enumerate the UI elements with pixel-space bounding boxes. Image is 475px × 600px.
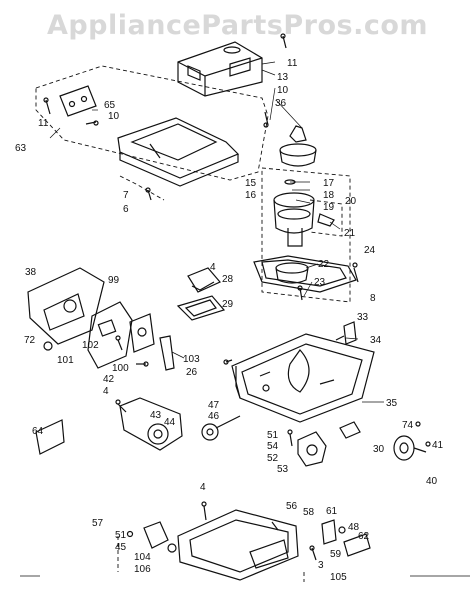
- callout-59: 59: [330, 549, 342, 560]
- callout-51: 51: [267, 430, 279, 441]
- callout-19: 19: [323, 202, 335, 213]
- callout-4: 4: [103, 386, 109, 397]
- door-panel: [117, 117, 240, 187]
- callout-104: 104: [134, 552, 151, 563]
- coupling-30: [339, 421, 361, 439]
- callout-labels: 11 13 10 36 65 10 11 63 7 6 15 16 17 18 …: [15, 58, 444, 583]
- callout-42: 42: [103, 374, 115, 385]
- pad-64: [35, 419, 65, 455]
- callout-57: 57: [92, 518, 104, 529]
- motor-clip: [317, 213, 335, 227]
- callout-18: 18: [323, 190, 335, 201]
- callout-58: 58: [303, 507, 315, 518]
- callout-101: 101: [57, 355, 74, 366]
- callout-26: 26: [186, 367, 198, 378]
- pulley-46: [201, 415, 241, 441]
- lid-housing: [177, 41, 263, 97]
- plate-29: [176, 295, 226, 321]
- wheel-40: [393, 421, 431, 461]
- door-panel-outline: [35, 65, 269, 201]
- pump-assembly: [287, 429, 327, 467]
- latch-33: [335, 321, 357, 345]
- callout-53: 53: [277, 464, 289, 475]
- callout-4: 4: [210, 262, 216, 273]
- impeller-assembly-outline: [261, 167, 351, 303]
- chute-guide: [27, 267, 105, 345]
- callout-63: 63: [15, 143, 27, 154]
- callout-106: 106: [134, 564, 151, 575]
- drive-belt-frame: [253, 255, 359, 293]
- callout-11: 11: [38, 118, 49, 129]
- callout-99: 99: [108, 275, 120, 286]
- callout-17: 17: [323, 178, 335, 189]
- small-parts-left: [43, 335, 149, 367]
- door-screw: [145, 187, 152, 201]
- callout-102: 102: [82, 340, 99, 351]
- callout-29: 29: [222, 299, 234, 310]
- callout-64: 64: [32, 426, 44, 437]
- callout-3: 3: [318, 560, 324, 571]
- callout-22: 22: [318, 259, 330, 270]
- callout-30: 30: [373, 444, 385, 455]
- callout-6: 6: [123, 204, 129, 215]
- fan-housing: [115, 397, 183, 451]
- callout-65: 65: [104, 100, 116, 111]
- lever-103: [159, 335, 233, 371]
- watermark: AppliancePartsPros.com: [46, 10, 429, 41]
- callout-44: 44: [164, 417, 176, 428]
- cap-36: [289, 125, 307, 143]
- callout-21: 21: [344, 228, 356, 239]
- lid-screws: [263, 33, 287, 128]
- callout-51: 51: [115, 530, 127, 541]
- callout-72: 72: [24, 335, 36, 346]
- callout-41: 41: [432, 440, 444, 451]
- bottom-brackets: [117, 536, 305, 582]
- callout-56: 56: [286, 501, 298, 512]
- callout-103: 103: [183, 354, 200, 365]
- callout-10: 10: [277, 85, 289, 96]
- impeller: [273, 179, 315, 247]
- callout-11: 11: [287, 58, 298, 69]
- callout-38: 38: [25, 267, 37, 278]
- callout-28: 28: [222, 274, 234, 285]
- callout-7: 7: [123, 190, 129, 201]
- callout-43: 43: [150, 410, 162, 421]
- callout-34: 34: [370, 335, 382, 346]
- callout-36: 36: [275, 98, 287, 109]
- callout-62: 62: [358, 531, 370, 542]
- callout-20: 20: [345, 196, 357, 207]
- base-pan: [177, 501, 299, 581]
- callout-105: 105: [330, 572, 347, 583]
- callout-8: 8: [370, 293, 376, 304]
- callout-52: 52: [267, 453, 279, 464]
- main-tub: [231, 333, 375, 423]
- callout-35: 35: [386, 398, 398, 409]
- callout-15: 15: [245, 178, 257, 189]
- callout-46: 46: [208, 411, 220, 422]
- hinge-bracket: [43, 85, 99, 126]
- callout-13: 13: [277, 72, 289, 83]
- callout-48: 48: [348, 522, 360, 533]
- callout-47: 47: [208, 400, 220, 411]
- callout-100: 100: [112, 363, 129, 374]
- bottom-small-parts: [126, 519, 371, 561]
- filter-ring: [279, 143, 317, 167]
- callout-74: 74: [402, 420, 414, 431]
- callout-24: 24: [364, 245, 376, 256]
- switch-bracket: [87, 301, 155, 369]
- leader-lines: [49, 61, 384, 403]
- callout-40: 40: [426, 476, 438, 487]
- callout-4: 4: [200, 482, 206, 493]
- callout-10: 10: [108, 111, 120, 122]
- callout-33: 33: [357, 312, 369, 323]
- bracket-28: [187, 267, 221, 293]
- callout-45: 45: [115, 542, 127, 553]
- callout-61: 61: [326, 506, 338, 517]
- callout-23: 23: [314, 277, 326, 288]
- callout-16: 16: [245, 190, 257, 201]
- callout-54: 54: [267, 441, 279, 452]
